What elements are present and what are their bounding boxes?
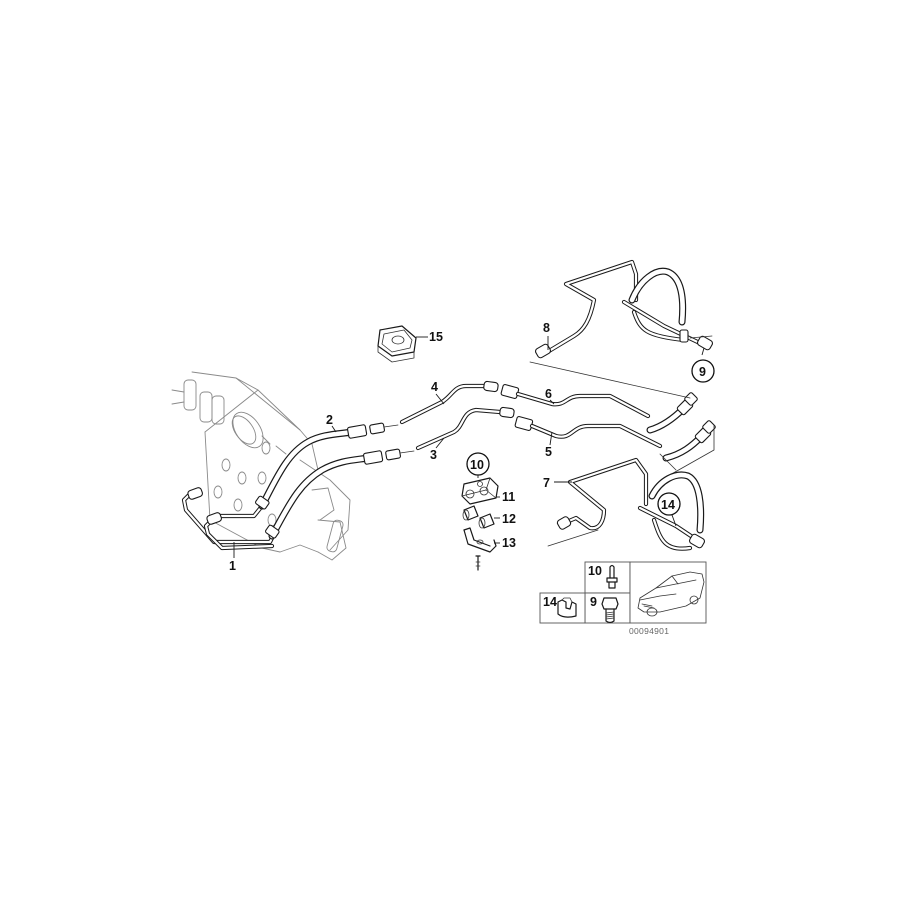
- callout-labels: 1 2 3 4 5 6 7 8 9 10 11 12 13 14 15: [229, 321, 715, 573]
- callout-12[interactable]: 12: [502, 512, 516, 526]
- part-15-grommet[interactable]: [377, 325, 417, 363]
- return-hose-pair[interactable]: [646, 392, 716, 462]
- callout-9-circled[interactable]: 9: [691, 359, 715, 383]
- callout-11[interactable]: 11: [502, 490, 515, 504]
- part-12-rubber-bushings[interactable]: [462, 505, 495, 529]
- part-1-pipe-assembly[interactable]: [181, 487, 277, 551]
- drawing-number: 00094901: [629, 626, 669, 636]
- hex-bolt-icon: [601, 597, 619, 624]
- legend-label-9: 9: [590, 595, 597, 609]
- legend-label-10: 10: [588, 564, 602, 578]
- part-5-pipe[interactable]: [514, 415, 663, 449]
- callout-6[interactable]: 6: [545, 387, 552, 401]
- callout-14[interactable]: 14: [661, 498, 675, 512]
- leader-lines: [233, 336, 705, 558]
- part-11-clamp-block[interactable]: [461, 477, 499, 505]
- legend-label-14: 14: [543, 595, 557, 609]
- clip-icon: [557, 597, 577, 618]
- guide-lines: [529, 361, 715, 477]
- callout-3[interactable]: 3: [430, 448, 437, 462]
- callout-14-circled[interactable]: 14: [657, 492, 681, 516]
- callout-9[interactable]: 9: [699, 365, 706, 379]
- callout-13[interactable]: 13: [502, 536, 516, 550]
- callout-10-circled[interactable]: 10: [466, 452, 490, 476]
- callout-15[interactable]: 15: [429, 330, 443, 344]
- part-7-pipe-assembly[interactable]: [547, 457, 706, 551]
- part-3-pipe[interactable]: [415, 406, 515, 451]
- part-4-pipe[interactable]: [399, 380, 499, 425]
- callout-4[interactable]: 4: [431, 380, 438, 394]
- callout-1[interactable]: 1: [229, 559, 236, 573]
- callout-7[interactable]: 7: [543, 476, 550, 490]
- callout-2[interactable]: 2: [326, 413, 333, 427]
- part-8-pipe-assembly[interactable]: [534, 259, 714, 359]
- callout-5[interactable]: 5: [545, 445, 552, 459]
- vehicle-silhouette-icon: [637, 571, 705, 617]
- stud-bolt-icon: [606, 564, 618, 589]
- part-2-hose-pair[interactable]: [255, 422, 415, 540]
- part-13-bracket[interactable]: [463, 527, 497, 571]
- engine-block-illustration: [171, 371, 351, 561]
- part-6-pipe[interactable]: [500, 383, 651, 419]
- callout-8[interactable]: 8: [543, 321, 550, 335]
- callout-10[interactable]: 10: [470, 458, 484, 472]
- hardware-legend: 10 9 14: [539, 561, 707, 624]
